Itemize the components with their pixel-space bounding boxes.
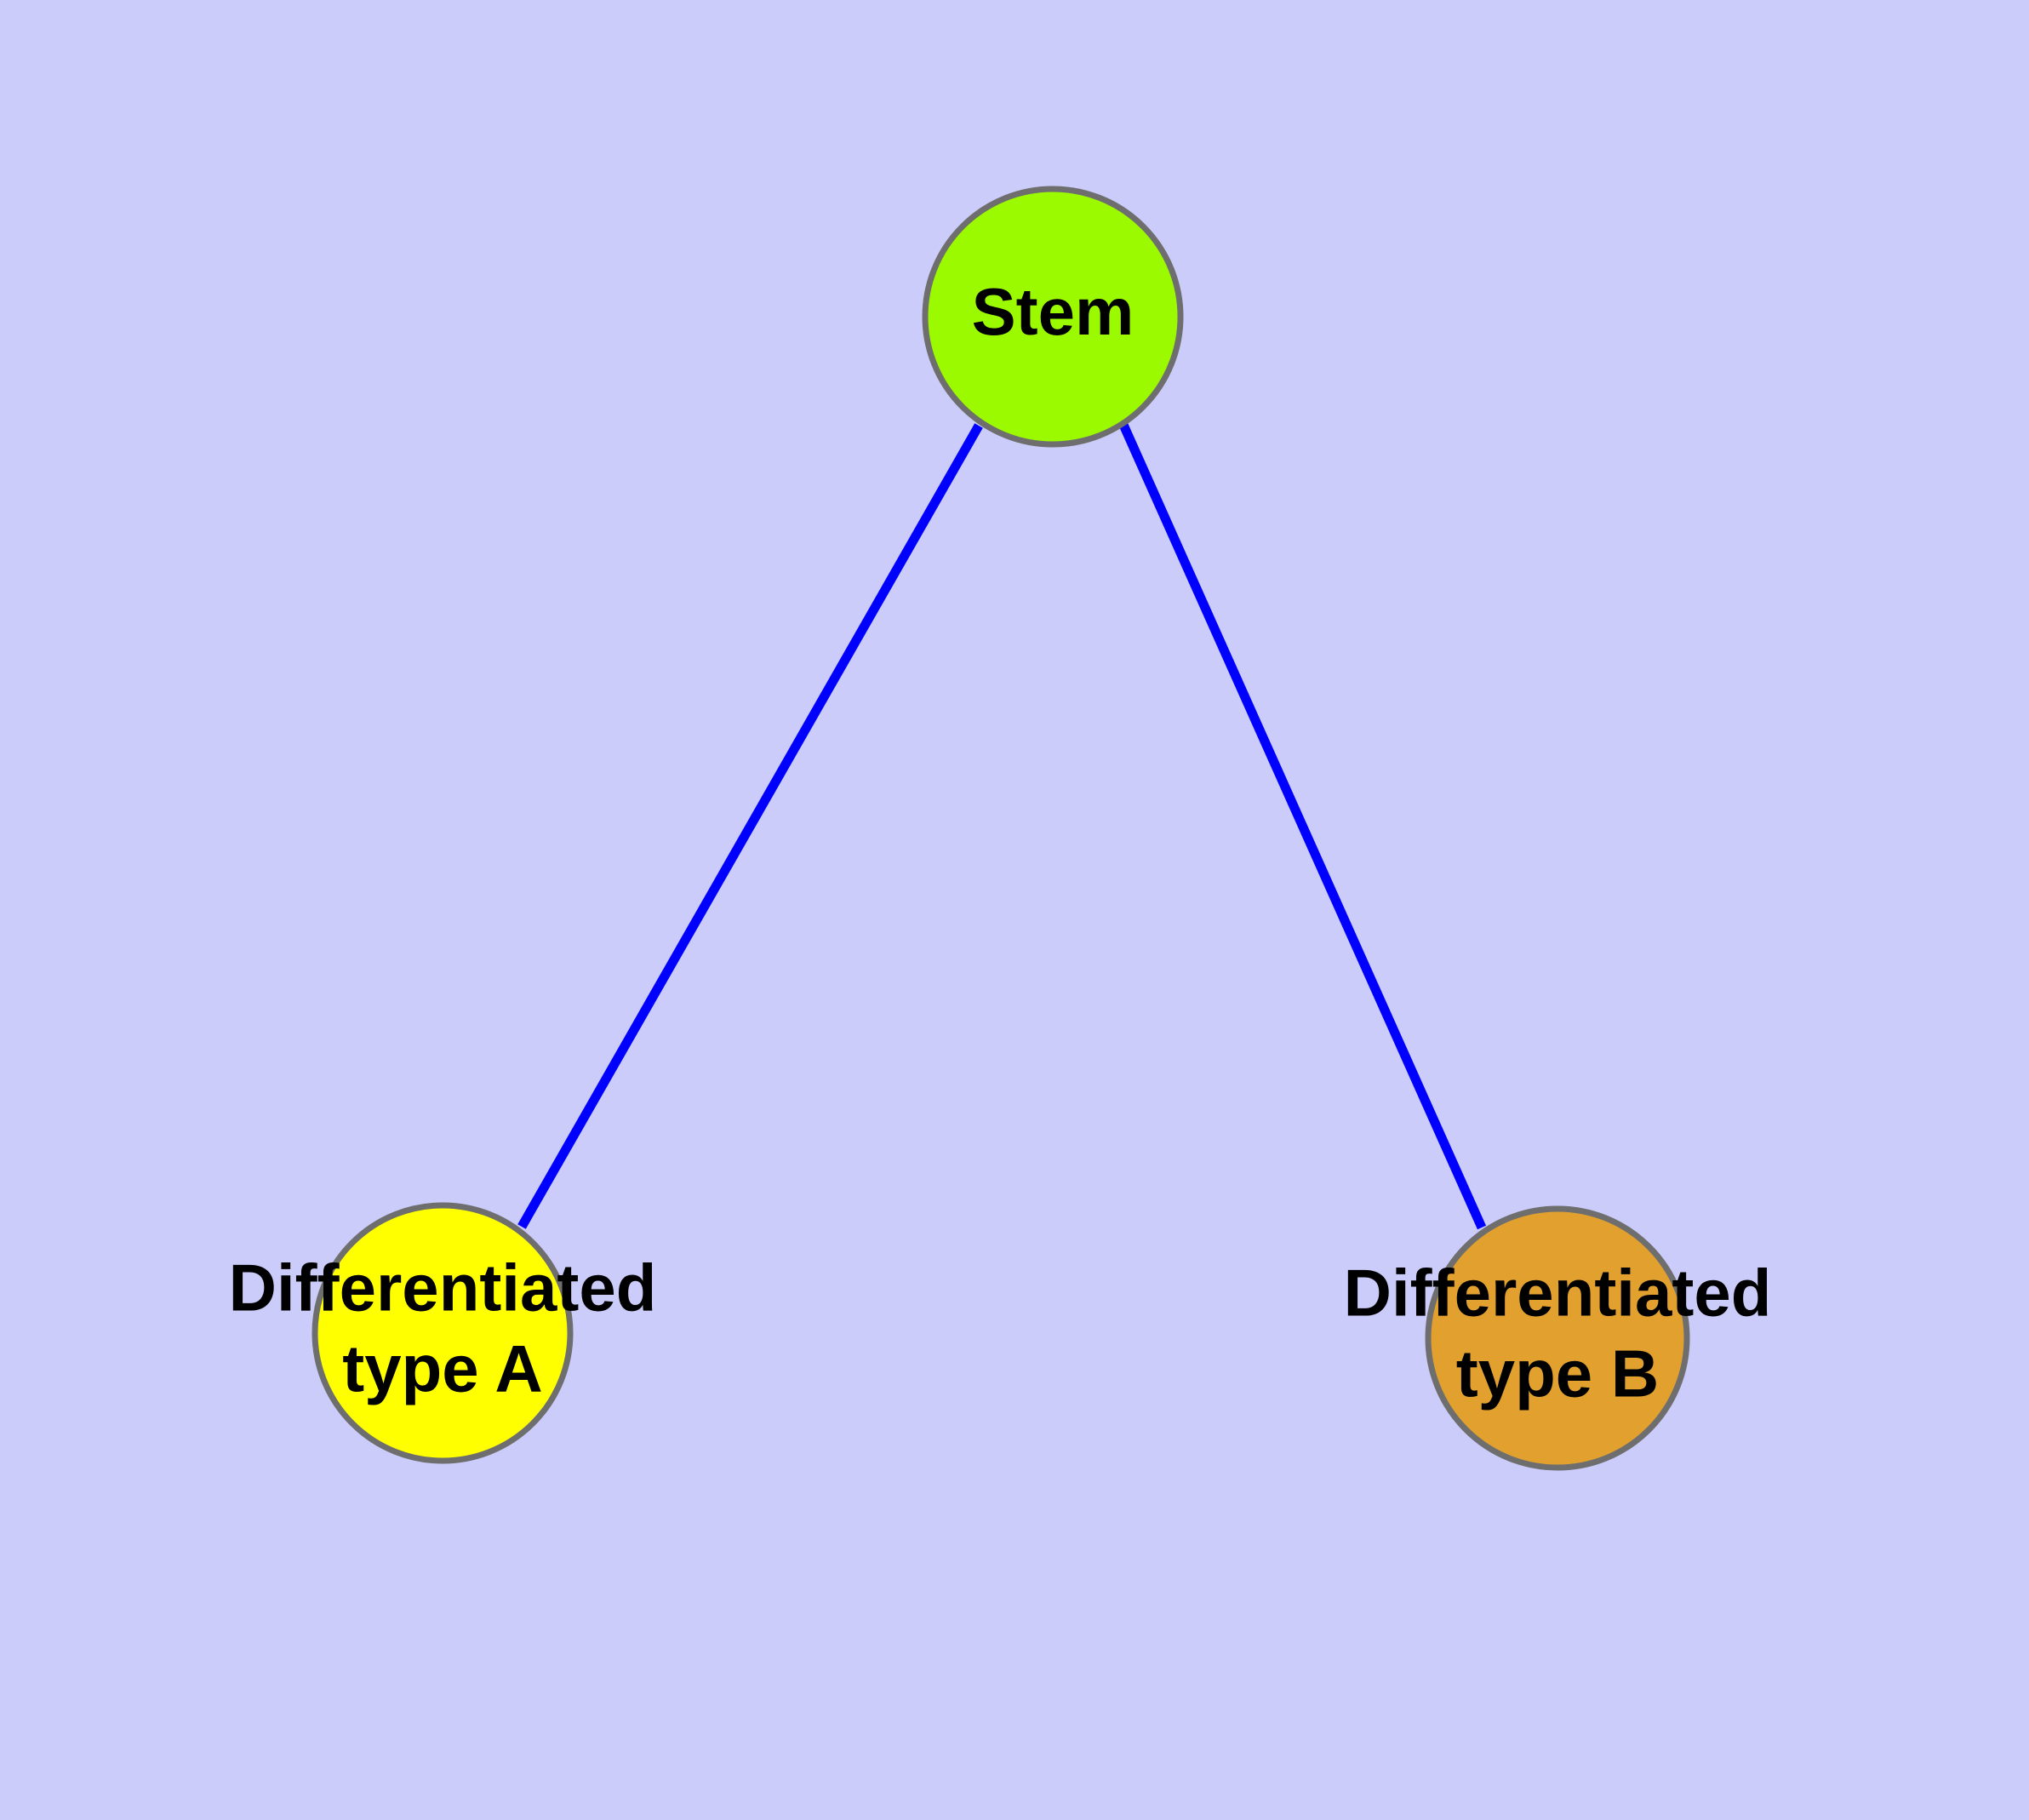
node-stem-circle[interactable]: [922, 186, 1184, 448]
node-diff-a-circle[interactable]: [311, 1202, 574, 1464]
edge-stem-to-diff-a[interactable]: [517, 423, 983, 1229]
node-stem-label: Stem: [972, 274, 1135, 349]
nodes-group: [311, 186, 1690, 1471]
edges-group: [517, 422, 1487, 1230]
node-diff-b-circle[interactable]: [1425, 1205, 1690, 1471]
edge-stem-to-diff-b[interactable]: [1118, 422, 1487, 1230]
